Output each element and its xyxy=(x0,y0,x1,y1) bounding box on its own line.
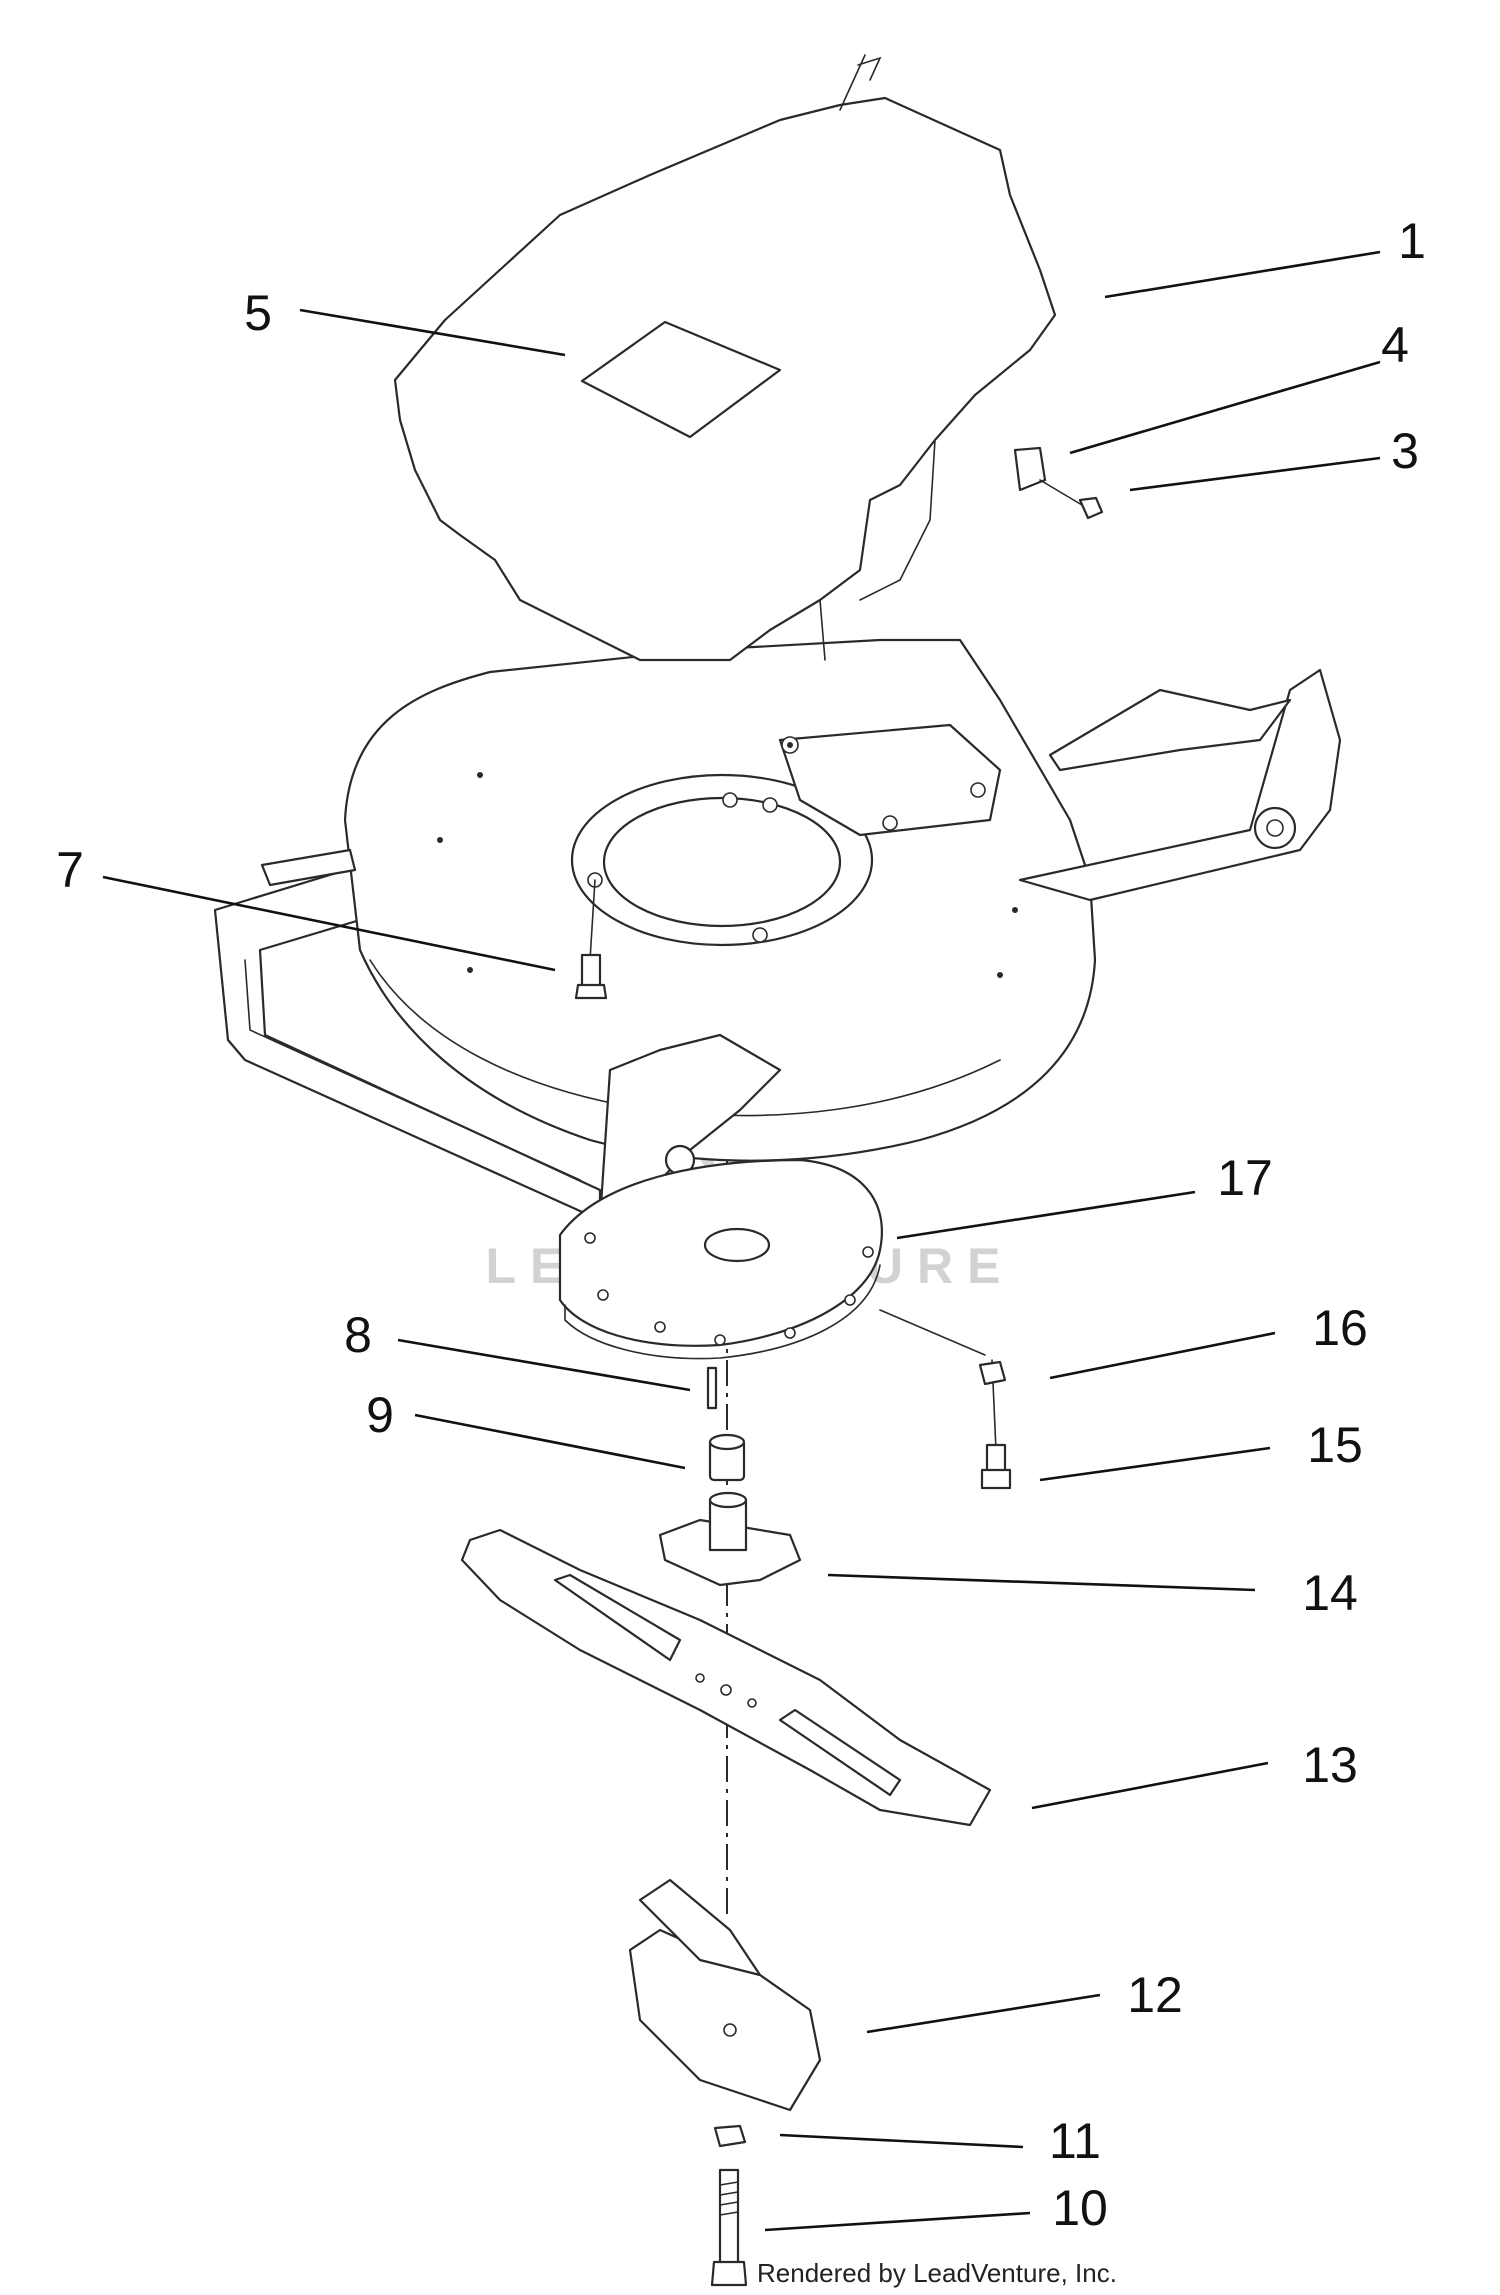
leader-1 xyxy=(1104,250,1381,299)
leader-5 xyxy=(299,308,566,357)
callout-8: 8 xyxy=(344,1307,372,1363)
bracket-right-arm xyxy=(1048,688,1292,772)
bolt-part-7 xyxy=(574,879,608,1000)
blade-slot-left xyxy=(553,1573,682,1662)
leader-7 xyxy=(102,875,556,972)
bolt-part-10-head xyxy=(710,2260,748,2287)
callout-16: 16 xyxy=(1312,1300,1368,1356)
leader-10 xyxy=(764,2211,1031,2232)
pin-part-8 xyxy=(706,1366,718,1410)
adapter-plate xyxy=(558,1158,883,1360)
deck-ring-inner xyxy=(602,796,842,928)
bolt-part-3 xyxy=(1078,496,1104,520)
leader-lines xyxy=(102,250,1381,2232)
engine-shroud xyxy=(393,54,1057,662)
blade-slot-right xyxy=(778,1708,902,1797)
leader-8 xyxy=(397,1338,691,1392)
callout-15: 15 xyxy=(1307,1417,1363,1473)
leader-15 xyxy=(1039,1446,1271,1482)
leader-13 xyxy=(1031,1761,1269,1810)
deck-rim-left xyxy=(260,848,357,887)
engine-decal xyxy=(580,320,782,439)
bolt-part-15 xyxy=(985,1443,1007,1475)
blade-adapter-hub xyxy=(708,1498,748,1552)
bracket-part-4 xyxy=(1013,446,1047,492)
callout-9: 9 xyxy=(366,1387,394,1443)
render-credit: Rendered by LeadVenture, Inc. xyxy=(757,2258,1117,2288)
shaft-parts xyxy=(706,1366,746,1482)
mulching-blade xyxy=(628,1878,822,2112)
callout-4: 4 xyxy=(1381,317,1409,373)
callout-7: 7 xyxy=(56,842,84,898)
callout-5: 5 xyxy=(244,285,272,341)
callout-17: 17 xyxy=(1217,1150,1273,1206)
leader-14 xyxy=(827,1573,1256,1592)
mulching-blade-tab xyxy=(638,1878,762,1977)
fasteners-right xyxy=(879,1309,1012,1490)
leader-17 xyxy=(896,1190,1196,1240)
leader-16 xyxy=(1049,1331,1276,1380)
mower-blade xyxy=(460,1528,992,1827)
throttle-bracket xyxy=(1013,446,1104,520)
callout-12: 12 xyxy=(1127,1967,1183,2023)
callout-14: 14 xyxy=(1302,1565,1358,1621)
leader-3 xyxy=(1129,456,1381,492)
leader-12 xyxy=(866,1993,1101,2034)
callout-11: 11 xyxy=(1049,2113,1101,2169)
blade-adapter xyxy=(658,1491,802,1587)
leader-4 xyxy=(1069,360,1381,455)
callout-10: 10 xyxy=(1052,2180,1108,2236)
callout-labels: 1 3 4 5 7 8 9 10 11 12 13 14 15 16 17 xyxy=(56,213,1426,2236)
callout-1: 1 xyxy=(1398,213,1426,269)
callout-3: 3 xyxy=(1391,423,1419,479)
callout-13: 13 xyxy=(1302,1737,1358,1793)
deck-mount-pad xyxy=(778,723,1002,837)
adapter-hub xyxy=(703,1227,771,1263)
nut-part-16 xyxy=(978,1360,1007,1386)
mower-deck xyxy=(260,638,1097,1162)
blade-bolt-assembly xyxy=(710,2124,748,2287)
leader-11 xyxy=(779,2133,1024,2149)
rear-wheel-bracket xyxy=(1018,668,1342,902)
nut-part-11 xyxy=(713,2124,747,2148)
leader-9 xyxy=(414,1413,686,1470)
